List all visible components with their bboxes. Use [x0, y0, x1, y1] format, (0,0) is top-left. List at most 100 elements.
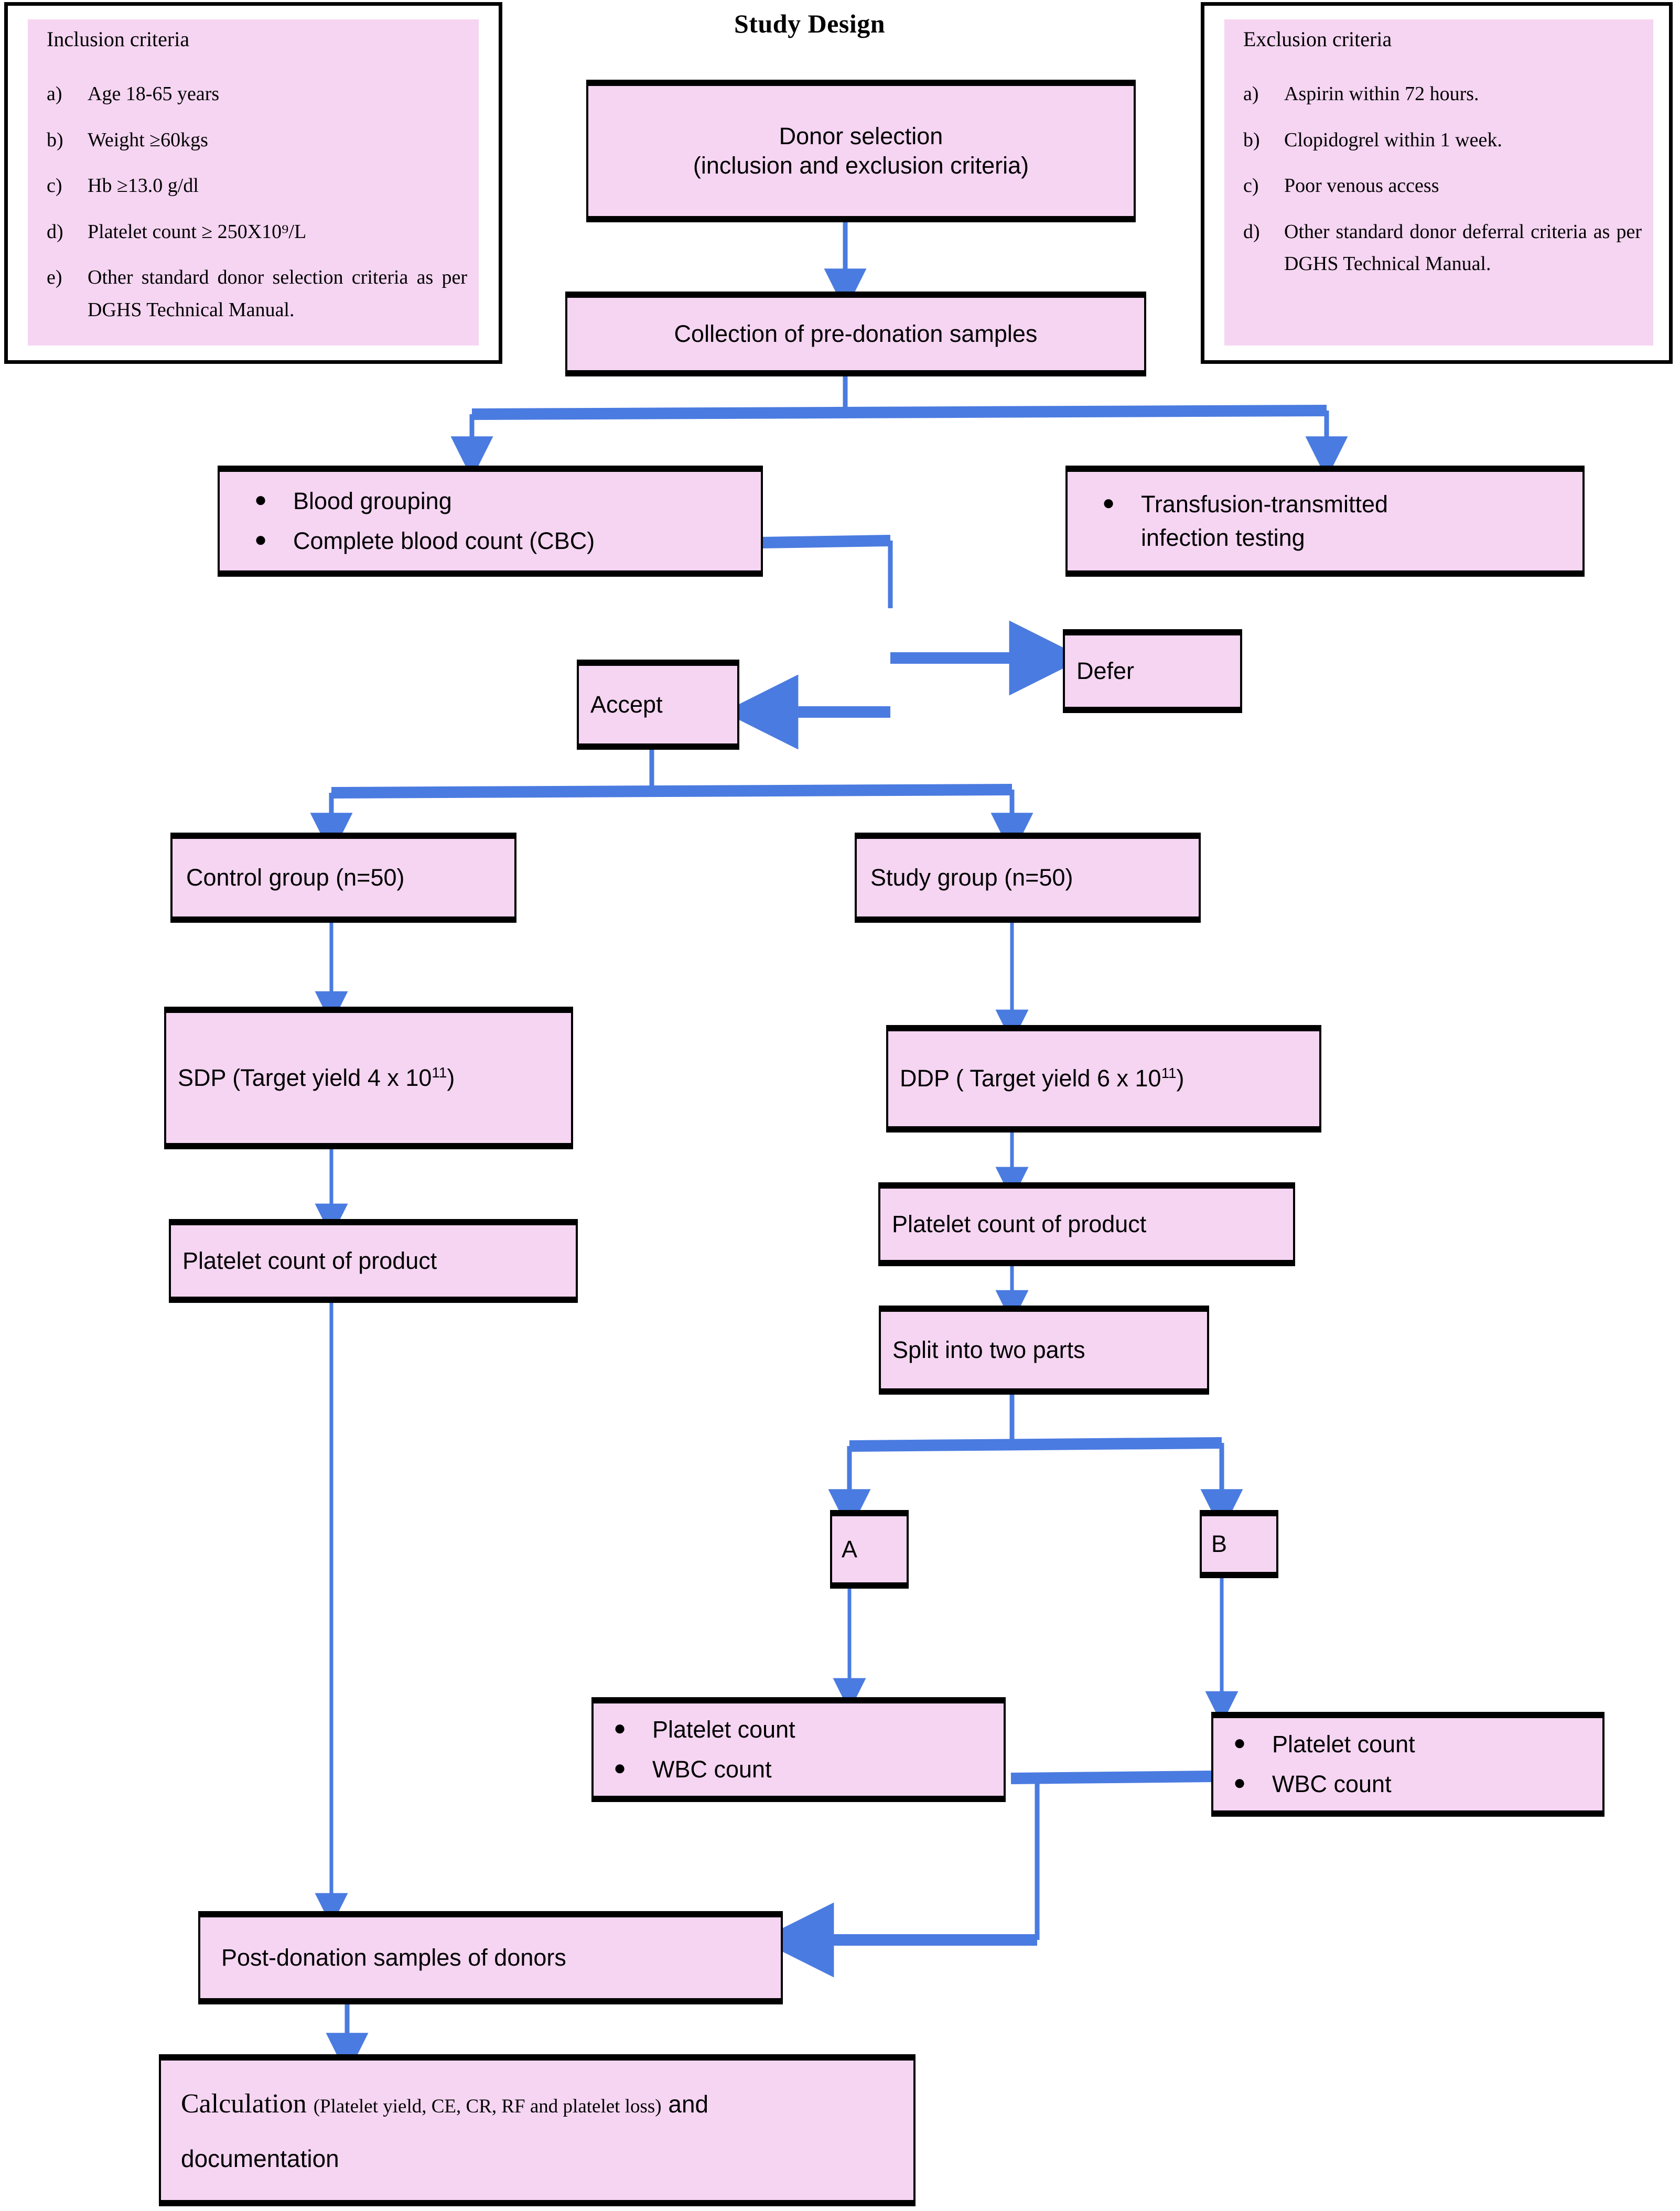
counts-b-list: ● Platelet count ● WBC count [1213, 1719, 1602, 1810]
bullet-icon: ● [254, 488, 267, 511]
exclusion-criteria-inner: Exclusion criteria a) Aspirin within 72 … [1224, 19, 1653, 346]
ddp-exponent: 11 [1161, 1065, 1177, 1082]
list-text: Aspirin within 72 hours. [1284, 83, 1479, 105]
accept-label: Accept [590, 691, 663, 718]
list-item: c) Hb ≥13.0 g/dl [39, 170, 467, 202]
node-accept: Accept [577, 660, 739, 750]
list-text: Other standard donor deferral criteria a… [1284, 220, 1642, 275]
node-control-group: Control group (n=50) [170, 833, 516, 923]
list-text: Blood grouping [293, 488, 452, 514]
list-marker: c) [1243, 175, 1259, 197]
node-defer: Defer [1063, 629, 1242, 713]
list-text: Other standard donor selection criteria … [88, 266, 467, 321]
part-b-label: B [1211, 1530, 1227, 1557]
calculation-tail: and [661, 2090, 709, 2118]
list-item: ● Complete blood count (CBC) [254, 527, 761, 555]
donor-selection-line-2: (inclusion and exclusion criteria) [693, 152, 1029, 179]
list-item: ● Blood grouping [254, 487, 761, 515]
node-platelet-count-product-left: Platelet count of product [169, 1219, 578, 1303]
pre-tests-left-list: ● Blood grouping ● Complete blood count … [220, 476, 761, 567]
list-text: Platelet count ≥ 250X10⁹/L [88, 220, 307, 243]
list-item-continuation: infection testing [1102, 524, 1582, 552]
defer-label: Defer [1076, 657, 1135, 684]
node-part-a: A [830, 1510, 909, 1589]
node-calculation: Calculation (Platelet yield, CE, CR, RF … [159, 2054, 916, 2206]
platelet-count-product-right-label: Platelet count of product [892, 1210, 1147, 1237]
exclusion-criteria-panel: Exclusion criteria a) Aspirin within 72 … [1201, 2, 1673, 364]
list-item: a) Aspirin within 72 hours. [1236, 78, 1642, 111]
list-marker: b) [47, 128, 63, 151]
bullet-icon: ● [1233, 1771, 1246, 1794]
node-counts-b: ● Platelet count ● WBC count [1211, 1712, 1604, 1817]
list-marker: a) [47, 83, 62, 105]
list-marker: e) [47, 266, 62, 289]
node-part-b: B [1200, 1510, 1278, 1578]
donor-selection-line-1: Donor selection [779, 122, 943, 149]
sdp-prefix: SDP (Target yield 4 x 10 [178, 1064, 432, 1091]
list-text: Platelet count [1272, 1731, 1415, 1757]
pre-tests-right-list: ● Transfusion-transmitted infection test… [1068, 479, 1582, 564]
control-group-label: Control group (n=50) [186, 864, 405, 891]
ddp-suffix: ) [1176, 1065, 1184, 1092]
sdp-suffix: ) [447, 1064, 455, 1091]
list-marker: d) [47, 220, 63, 243]
list-text: Complete blood count (CBC) [293, 527, 595, 554]
list-item: e) Other standard donor selection criter… [39, 262, 467, 326]
ddp-prefix: DDP ( Target yield 6 x 10 [900, 1065, 1161, 1092]
bullet-icon: ● [254, 528, 267, 551]
list-item: a) Age 18-65 years [39, 78, 467, 111]
counts-a-list: ● Platelet count ● WBC count [594, 1704, 1004, 1795]
list-item: b) Clopidogrel within 1 week. [1236, 124, 1642, 157]
bullet-icon: ● [1102, 491, 1115, 514]
post-donation-label: Post-donation samples of donors [221, 1944, 566, 1971]
list-text: Age 18-65 years [88, 83, 220, 105]
bullet-icon: ● [613, 1717, 627, 1740]
list-item: ● Platelet count [613, 1716, 1004, 1744]
node-collection-pre-donation-samples: Collection of pre-donation samples [565, 292, 1146, 376]
list-text: Hb ≥13.0 g/dl [88, 175, 199, 197]
list-marker: a) [1243, 83, 1259, 105]
exclusion-criteria-list: a) Aspirin within 72 hours. b) Clopidogr… [1236, 78, 1642, 281]
node-counts-a: ● Platelet count ● WBC count [591, 1697, 1006, 1802]
list-text: infection testing [1141, 524, 1305, 551]
node-study-group: Study group (n=50) [855, 833, 1201, 923]
node-pre-donation-tests-right: ● Transfusion-transmitted infection test… [1065, 466, 1585, 577]
list-item: d) Other standard donor deferral criteri… [1236, 216, 1642, 281]
list-text: Poor venous access [1284, 175, 1439, 197]
list-item: c) Poor venous access [1236, 170, 1642, 202]
bullet-icon: ● [1233, 1731, 1246, 1754]
node-post-donation-samples: Post-donation samples of donors [198, 1911, 783, 2004]
node-split-into-two-parts: Split into two parts [879, 1306, 1209, 1395]
bullet-icon: ● [613, 1756, 627, 1779]
list-text: Weight ≥60kgs [88, 128, 208, 151]
calculation-detail: (Platelet yield, CE, CR, RF and platelet… [313, 2095, 662, 2117]
platelet-count-product-left-label: Platelet count of product [182, 1247, 437, 1274]
list-marker: d) [1243, 220, 1260, 243]
split-label: Split into two parts [892, 1336, 1085, 1363]
node-pre-donation-tests-left: ● Blood grouping ● Complete blood count … [218, 466, 763, 577]
node-ddp: DDP ( Target yield 6 x 1011) [886, 1025, 1321, 1133]
calculation-main: Calculation [181, 2088, 314, 2119]
list-item: b) Weight ≥60kgs [39, 124, 467, 157]
part-a-label: A [842, 1535, 858, 1562]
collection-label: Collection of pre-donation samples [674, 320, 1038, 347]
sdp-exponent: 11 [432, 1064, 447, 1081]
list-text: WBC count [1272, 1771, 1392, 1797]
study-group-label: Study group (n=50) [870, 864, 1073, 891]
node-donor-selection: Donor selection (inclusion and exclusion… [586, 80, 1136, 222]
list-text: WBC count [652, 1756, 772, 1783]
list-item: d) Platelet count ≥ 250X10⁹/L [39, 216, 467, 249]
inclusion-criteria-panel: Inclusion criteria a) Age 18-65 years b)… [4, 2, 502, 364]
inclusion-criteria-list: a) Age 18-65 years b) Weight ≥60kgs c) H… [39, 78, 467, 326]
inclusion-criteria-heading: Inclusion criteria [47, 27, 190, 51]
node-platelet-count-product-right: Platelet count of product [878, 1182, 1295, 1266]
list-item: ● Transfusion-transmitted [1102, 490, 1582, 519]
list-item: ● WBC count [613, 1755, 1004, 1784]
page-title: Study Design [734, 9, 886, 38]
list-text: Transfusion-transmitted [1141, 491, 1388, 517]
calculation-second-line: documentation [181, 2144, 339, 2172]
list-marker: b) [1243, 128, 1260, 151]
exclusion-criteria-heading: Exclusion criteria [1243, 27, 1392, 51]
list-text: Platelet count [652, 1716, 795, 1743]
